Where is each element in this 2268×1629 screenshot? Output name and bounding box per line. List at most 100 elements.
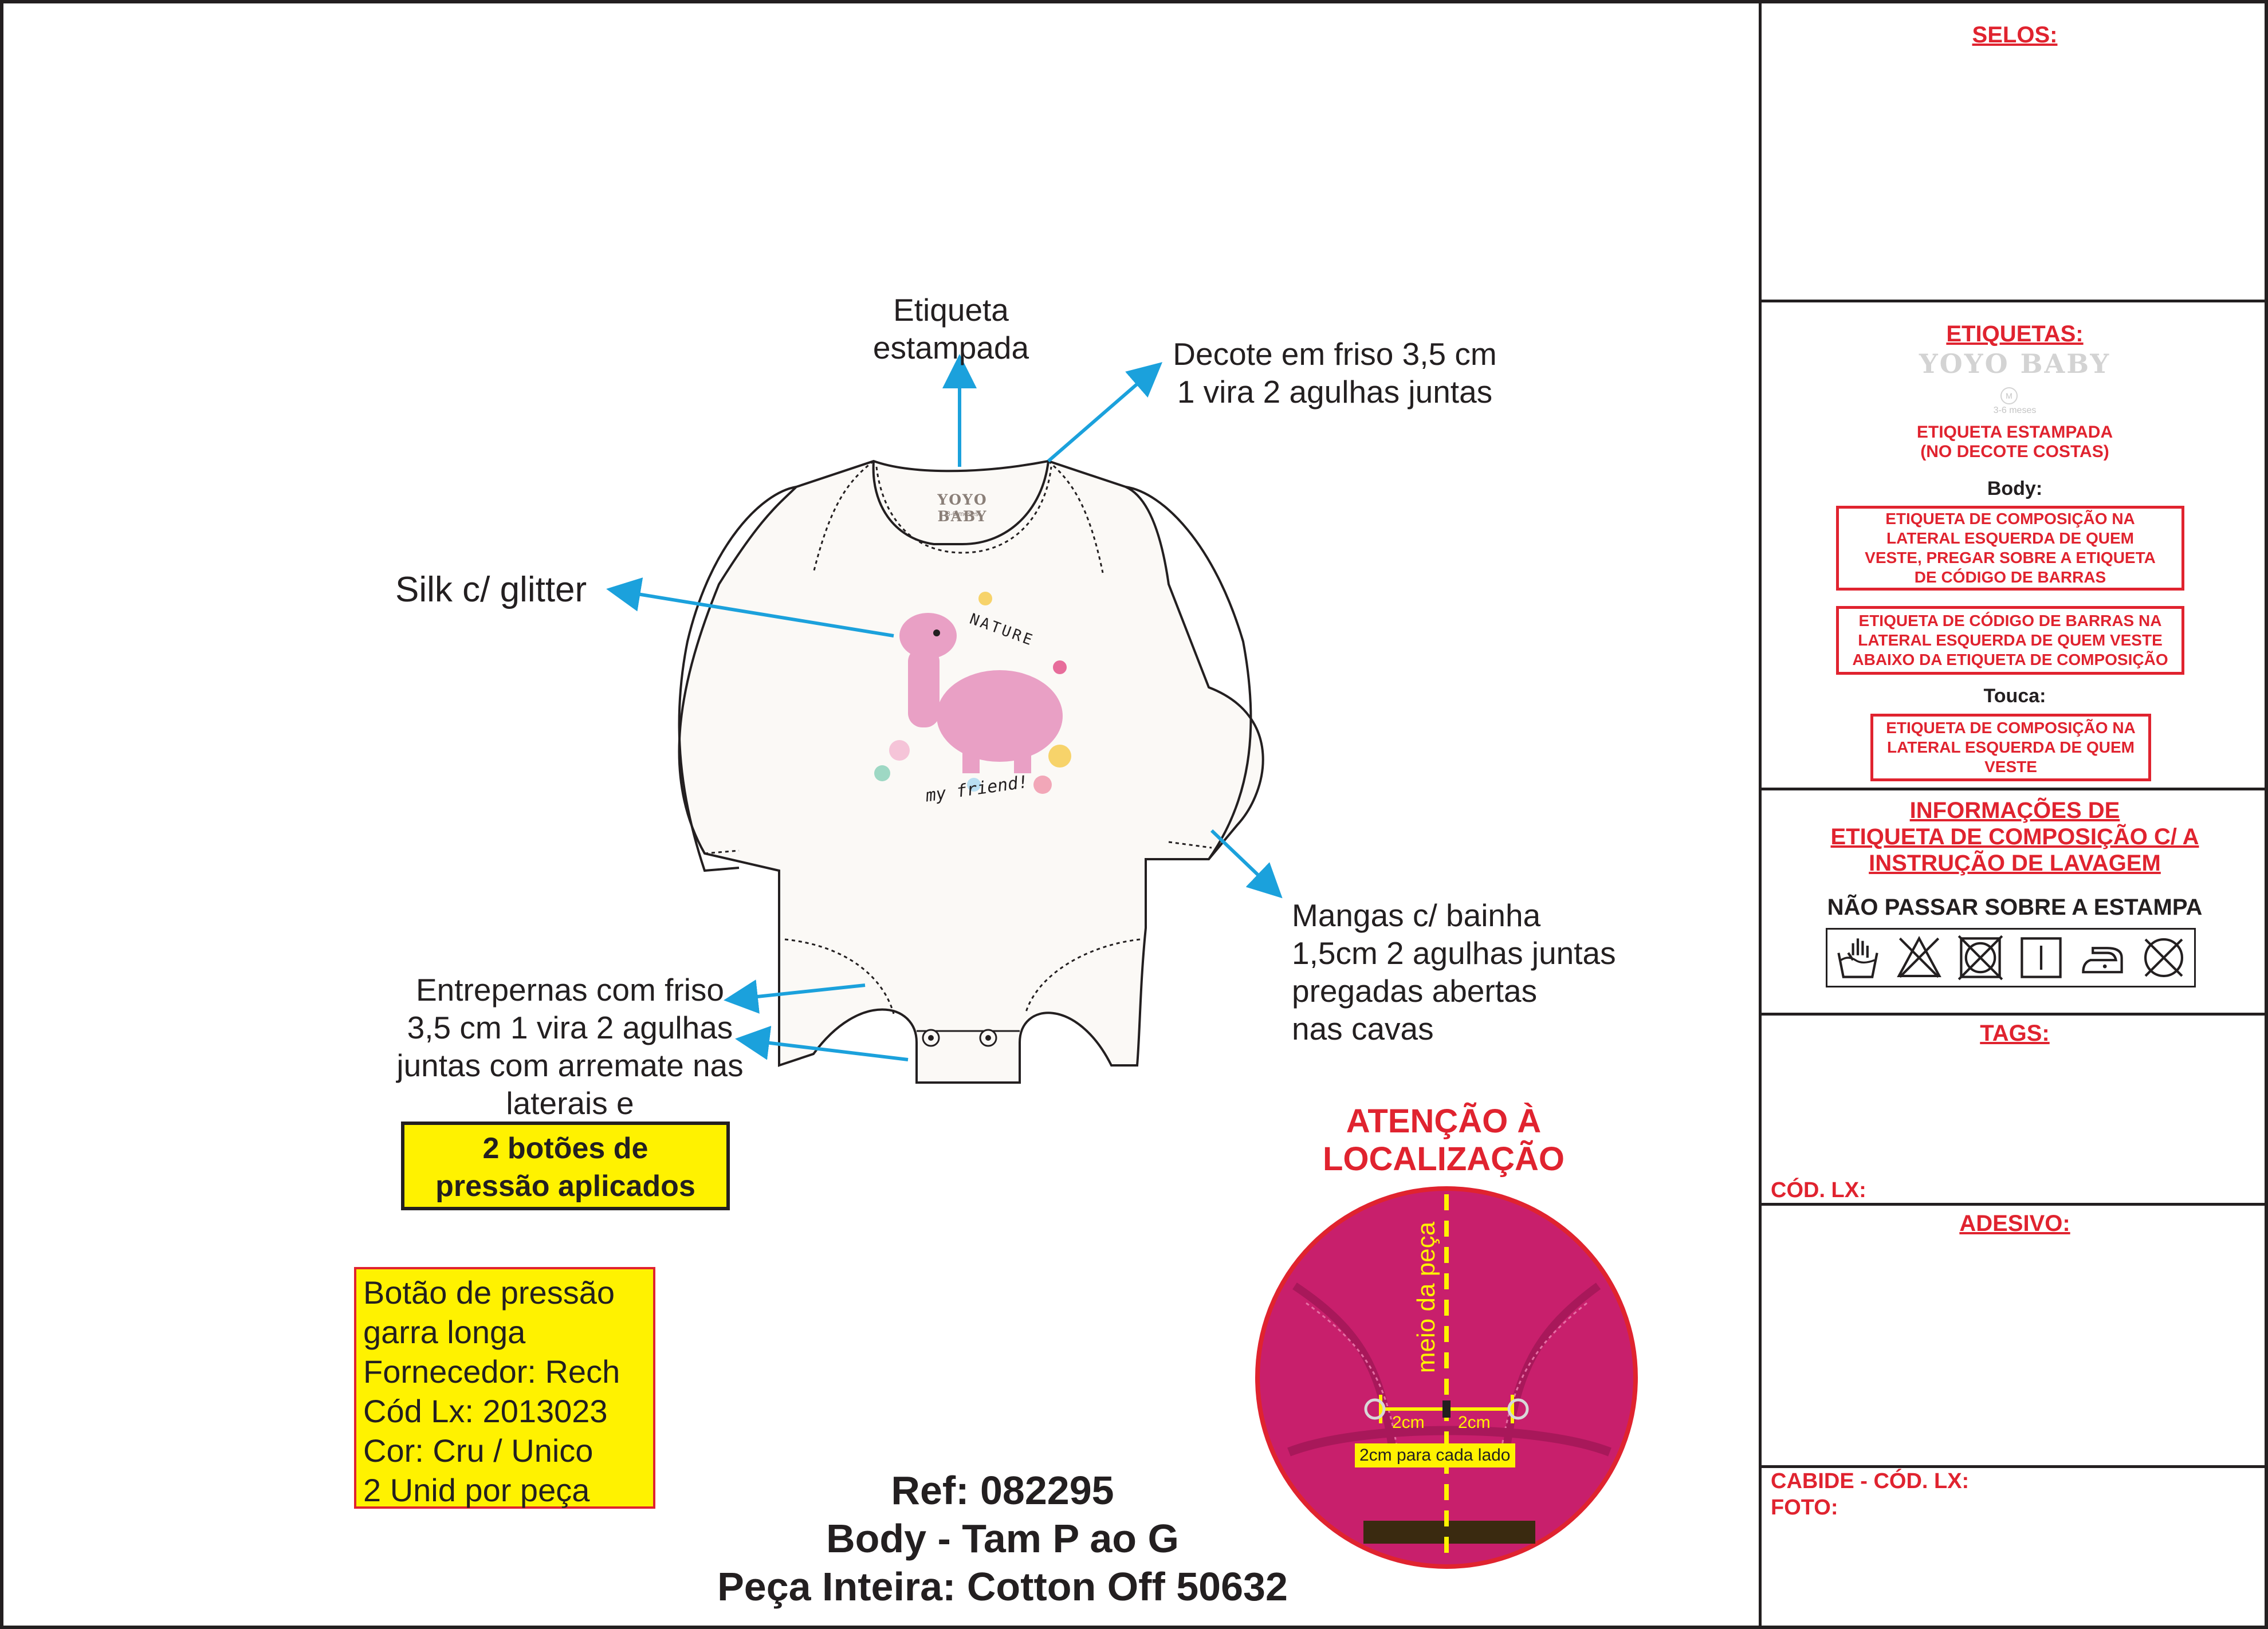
right-sleeve — [1125, 486, 1252, 860]
info-title-line: INSTRUÇÃO DE LAVAGEM — [1869, 851, 2161, 876]
care-symbols-box — [1826, 928, 2196, 987]
body-label: Body: — [1987, 478, 2043, 499]
cabide-label: CABIDE - CÓD. LX: — [1771, 1469, 1970, 1493]
body-box-codigo-barras: ETIQUETA DE CÓDIGO DE BARRAS NA LATERAL … — [1836, 606, 2184, 675]
box-line: ETIQUETA DE CÓDIGO DE BARRAS NA — [1858, 612, 2162, 629]
right-measure: 2cm — [1458, 1413, 1491, 1432]
highlight-line: 2 botões de — [482, 1132, 648, 1165]
box-line: LATERAL ESQUERDA DE QUEM VESTE — [1858, 631, 2163, 649]
dino-print — [874, 592, 1071, 794]
attention-title: ATENÇÃO À LOCALIZAÇÃO — [1289, 1103, 1598, 1178]
annotation-line: estampada — [872, 330, 1029, 365]
box-line: DE CÓDIGO DE BARRAS — [1914, 568, 2106, 586]
selos-section: SELOS: — [1762, 0, 2268, 302]
no-bleach-icon — [1897, 935, 1941, 978]
left-measure: 2cm — [1392, 1413, 1425, 1432]
garment-label-size: 3-6 meses — [946, 510, 979, 518]
info-title: INFORMAÇÕES DE ETIQUETA DE COMPOSIÇÃO C/… — [1762, 797, 2268, 876]
garment-drawing — [606, 354, 1283, 1084]
info-title-line: INFORMAÇÕES DE — [1909, 798, 2120, 823]
box-line: VESTE, PREGAR SOBRE A ETIQUETA — [1865, 549, 2156, 566]
iron-low-icon — [2082, 947, 2123, 974]
arrow-silk — [606, 577, 894, 638]
garment-label-brand: YOYO BABY — [937, 491, 988, 525]
leg-binding — [784, 938, 895, 1014]
spec-line: 2 Unid por peça — [363, 1472, 590, 1508]
label-preview-age: 3-6 meses — [1993, 406, 2037, 415]
touca-label: Touca: — [1983, 685, 2046, 707]
annotation-line: 1,5cm 2 agulhas juntas — [1292, 935, 1616, 971]
hand-wash-icon — [1837, 938, 1878, 978]
cabide-section: CABIDE - CÓD. LX: FOTO: — [1762, 1468, 2268, 1629]
nao-passar-label: NÃO PASSAR SOBRE A ESTAMPA — [1827, 895, 2203, 920]
measure-note: 2cm para cada lado — [1355, 1443, 1515, 1467]
attention-title-line: LOCALIZAÇÃO — [1322, 1140, 1565, 1178]
annotation-line: 1 vira 2 agulhas juntas — [1177, 374, 1493, 410]
annotation-line: nas cavas — [1292, 1011, 1434, 1046]
annotation-line: Decote em friso 3,5 cm — [1173, 336, 1497, 372]
annotation-line: Etiqueta — [893, 292, 1009, 328]
box-line: LATERAL ESQUERDA DE QUEM — [1886, 529, 2134, 547]
no-dry-clean-icon — [2144, 938, 2183, 978]
annotation-line: laterais e — [506, 1085, 634, 1121]
adesivo-section: ADESIVO: — [1762, 1206, 2268, 1468]
foto-label: FOTO: — [1771, 1496, 1838, 1520]
note-line: ETIQUETA ESTAMPADA — [1916, 423, 2113, 442]
left-sleeve — [678, 486, 797, 872]
etiquetas-section: ETIQUETAS: YOYO BABY M 3-6 meses ETIQUET… — [1762, 302, 2268, 790]
spec-line: garra longa — [363, 1314, 526, 1350]
annotation-line: 3,5 cm 1 vira 2 agulhas — [407, 1010, 733, 1045]
annotation-etiqueta-estampada: Etiqueta estampada — [854, 291, 1048, 367]
adesivo-title: ADESIVO: — [1959, 1211, 2070, 1236]
label-preview-brand: YOYO BABY — [1919, 348, 2111, 379]
product-info: Ref: 082295 Body - Tam P ao G Peça Intei… — [659, 1466, 1346, 1611]
annotation-decote: Decote em friso 3,5 cm 1 vira 2 agulhas … — [1151, 335, 1518, 411]
right-info-panel: SELOS: ETIQUETAS: YOYO BABY M 3-6 meses … — [1759, 0, 2268, 1629]
annotation-line: Mangas c/ bainha — [1292, 898, 1541, 933]
center-label-wrap: meio da peça — [1409, 1217, 1444, 1378]
label-preview-size: M — [2000, 387, 2018, 404]
info-title-line: ETIQUETA DE COMPOSIÇÃO C/ A — [1830, 824, 2199, 849]
arrow-entrepernas-1 — [724, 979, 866, 1014]
product-name: Body - Tam P ao G — [826, 1516, 1179, 1561]
box-line: ABAIXO DA ETIQUETA DE COMPOSIÇÃO — [1852, 651, 2168, 668]
attention-circle-photo — [1255, 1186, 1638, 1569]
box-line: LATERAL ESQUERDA DE QUEM — [1887, 738, 2135, 756]
botoes-highlight-box: 2 botões de pressão aplicados — [401, 1122, 730, 1210]
etiquetas-title: ETIQUETAS: — [1946, 321, 2084, 347]
tags-title: TAGS: — [1980, 1021, 2050, 1046]
no-tumble-dry-icon — [1958, 935, 2003, 981]
touca-box: ETIQUETA DE COMPOSIÇÃO NA LATERAL ESQUER… — [1870, 714, 2151, 781]
annotation-silk: Silk c/ glitter — [395, 570, 587, 609]
attention-title-line: ATENÇÃO À — [1346, 1103, 1542, 1140]
line-dry-icon — [2021, 937, 2062, 978]
arrow-decote — [1047, 362, 1163, 463]
info-section: INFORMAÇÕES DE ETIQUETA DE COMPOSIÇÃO C/… — [1762, 790, 2268, 1016]
spec-line: Botão de pressão — [363, 1274, 615, 1311]
spec-line: Fornecedor: Rech — [363, 1353, 620, 1390]
arrow-mangas — [1210, 829, 1283, 899]
spec-line: Cor: Cru / Unico — [363, 1433, 593, 1469]
annotation-entrepernas: Entrepernas com friso 3,5 cm 1 vira 2 ag… — [378, 971, 762, 1122]
button-spec-box: Botão de pressão garra longa Fornecedor:… — [354, 1267, 655, 1509]
note-line: (NO DECOTE COSTAS) — [1920, 442, 2109, 461]
box-line: ETIQUETA DE COMPOSIÇÃO NA — [1886, 719, 2136, 737]
annotation-line: juntas com arremate nas — [396, 1048, 744, 1083]
etiqueta-estampada-note: ETIQUETA ESTAMPADA (NO DECOTE COSTAS) — [1762, 423, 2268, 462]
neck-binding — [872, 461, 1050, 545]
body-box-composicao: ETIQUETA DE COMPOSIÇÃO NA LATERAL ESQUER… — [1836, 506, 2184, 591]
box-line: VESTE — [1984, 758, 2037, 776]
product-ref: Ref: 082295 — [891, 1468, 1114, 1513]
annotation-line: pregadas abertas — [1292, 973, 1538, 1009]
highlight-line: pressão aplicados — [435, 1170, 695, 1203]
product-fabric: Peça Inteira: Cotton Off 50632 — [717, 1564, 1288, 1609]
annotation-mangas: Mangas c/ bainha 1,5cm 2 agulhas juntas … — [1292, 896, 1616, 1048]
meio-da-peca-label: meio da peça — [1412, 1221, 1440, 1374]
arrow-entrepernas-2 — [735, 1025, 909, 1061]
spec-line: Cód Lx: 2013023 — [363, 1393, 608, 1429]
selos-title: SELOS: — [1972, 22, 2058, 48]
annotation-line: Entrepernas com friso — [416, 972, 724, 1008]
tags-section: TAGS: CÓD. LX: — [1762, 1016, 2268, 1206]
cod-lx-label: CÓD. LX: — [1771, 1178, 1866, 1202]
